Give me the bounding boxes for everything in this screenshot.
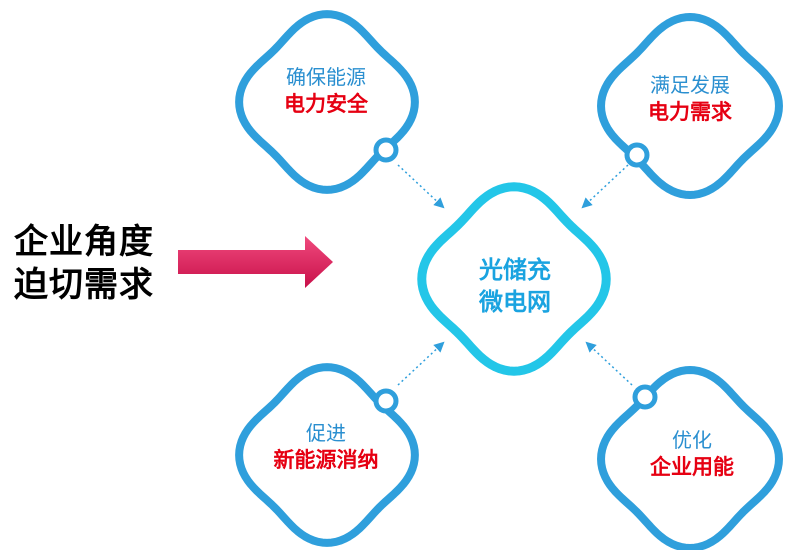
- center-blob: [417, 182, 611, 376]
- node-top-left: 确保能源 电力安全: [256, 64, 396, 118]
- center-blob-outline: [417, 182, 611, 376]
- connector-bottom-right: [585, 341, 633, 386]
- bottom-right-blob-outline: [597, 366, 783, 550]
- connector-top-left: [397, 164, 445, 209]
- bottom-left-blob: [235, 363, 419, 547]
- bottom-right-blob: [597, 366, 783, 550]
- top-left-blob: [235, 10, 419, 194]
- left-title-line1: 企业角度: [14, 222, 154, 262]
- top-left-blob-outline: [235, 10, 419, 194]
- big-arrow-icon: [178, 236, 333, 288]
- center-label-line2: 微电网: [479, 288, 551, 316]
- node-bottom-left-main: 新能源消纳: [273, 448, 379, 472]
- ring-knob-top-right: [624, 142, 650, 168]
- node-bottom-right: 优化 企业用能: [622, 427, 762, 481]
- connector-bottom-left: [397, 341, 445, 386]
- ring-knob-top-left: [373, 137, 399, 163]
- ring-knob-bottom-right: [632, 384, 658, 410]
- node-bottom-right-sub: 优化: [672, 428, 712, 452]
- node-bottom-left: 促进 新能源消纳: [256, 420, 396, 474]
- node-top-right: 满足发展 电力需求: [620, 72, 760, 126]
- center-label-line1: 光储充: [479, 256, 551, 284]
- connector-top-right: [581, 164, 629, 209]
- bottom-left-blob-outline: [235, 363, 419, 547]
- node-top-right-main: 电力需求: [648, 100, 732, 124]
- node-top-right-sub: 满足发展: [650, 73, 730, 97]
- node-top-left-sub: 确保能源: [286, 65, 366, 89]
- node-bottom-left-sub: 促进: [306, 421, 346, 445]
- node-top-left-main: 电力安全: [284, 92, 368, 116]
- center-label: 光储充 微电网: [450, 254, 580, 318]
- ring-knob-bottom-left: [373, 388, 399, 414]
- left-title-line2: 迫切需求: [14, 265, 154, 305]
- node-bottom-right-main: 企业用能: [650, 455, 734, 479]
